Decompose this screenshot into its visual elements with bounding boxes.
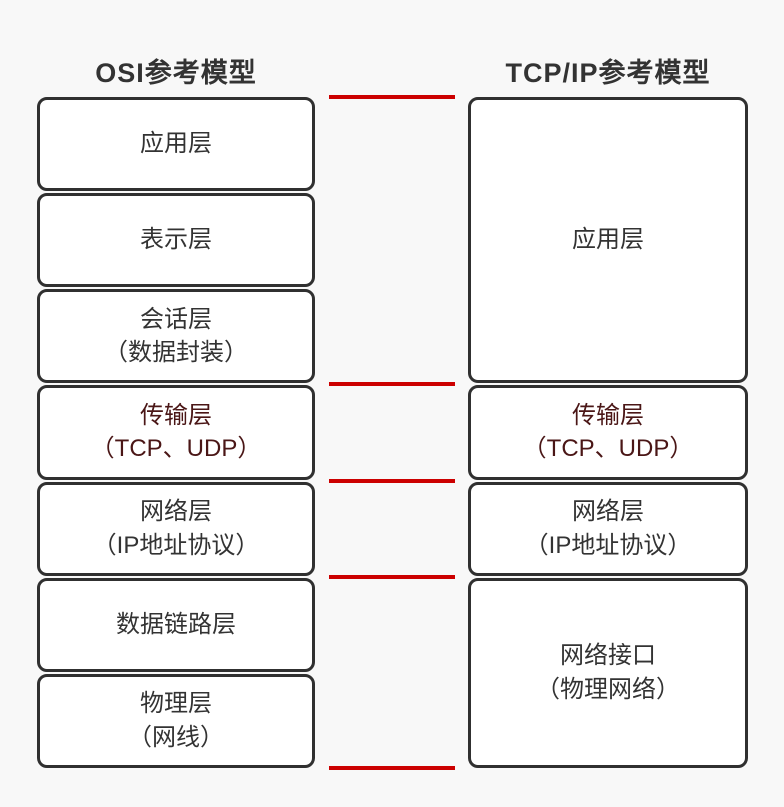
layer-name: 会话层: [140, 305, 212, 333]
layer-name: 应用层: [140, 130, 212, 158]
layer-name: 表示层: [140, 226, 212, 254]
tcpip-layer-network-interface: 网络接口 （物理网络）: [468, 577, 748, 768]
layer-sub: （IP地址协议）: [524, 531, 692, 559]
layer-name: 传输层: [140, 401, 212, 429]
tcpip-layer-transport: 传输层 （TCP、UDP）: [468, 385, 748, 480]
osi-layer-datalink: 数据链路层: [37, 577, 315, 672]
connector-line-network-link: [329, 575, 455, 579]
osi-layer-application: 应用层: [37, 97, 315, 192]
layer-name: 传输层: [572, 401, 644, 429]
layer-sub: （网线）: [128, 723, 224, 751]
layer-sub: （IP地址协议）: [92, 531, 260, 559]
layer-name: 网络层: [572, 498, 644, 526]
connector-line-transport-network: [329, 479, 455, 483]
osi-layer-network: 网络层 （IP地址协议）: [37, 481, 315, 576]
connector-line-top: [329, 95, 455, 99]
osi-layer-presentation: 表示层: [37, 193, 315, 288]
osi-layer-session: 会话层 （数据封装）: [37, 289, 315, 384]
osi-layer-physical: 物理层 （网线）: [37, 673, 315, 768]
tcpip-layer-network: 网络层 （IP地址协议）: [468, 481, 748, 576]
osi-layer-transport: 传输层 （TCP、UDP）: [37, 385, 315, 480]
layer-name: 物理层: [140, 690, 212, 718]
layer-name: 数据链路层: [116, 610, 236, 638]
tcpip-layer-application: 应用层: [468, 97, 748, 384]
layer-name: 网络层: [140, 498, 212, 526]
tcpip-layer-stack: 应用层 传输层 （TCP、UDP） 网络层 （IP地址协议） 网络接口 （物理网…: [468, 96, 748, 769]
connector-line-session-transport: [329, 382, 455, 386]
layer-sub: （TCP、UDP）: [522, 435, 694, 463]
tcpip-model-title: TCP/IP参考模型: [505, 57, 711, 88]
osi-layer-stack: 应用层 表示层 会话层 （数据封装） 传输层 （TCP、UDP） 网络层 （IP…: [37, 96, 315, 769]
layer-sub: （数据封装）: [104, 339, 248, 367]
osi-model-title: OSI参考模型: [95, 57, 257, 88]
layer-sub: （物理网络）: [536, 675, 680, 703]
layer-name: 网络接口: [560, 642, 656, 670]
layer-name: 应用层: [572, 226, 644, 254]
layer-sub: （TCP、UDP）: [90, 435, 262, 463]
connector-line-bottom: [329, 766, 455, 770]
